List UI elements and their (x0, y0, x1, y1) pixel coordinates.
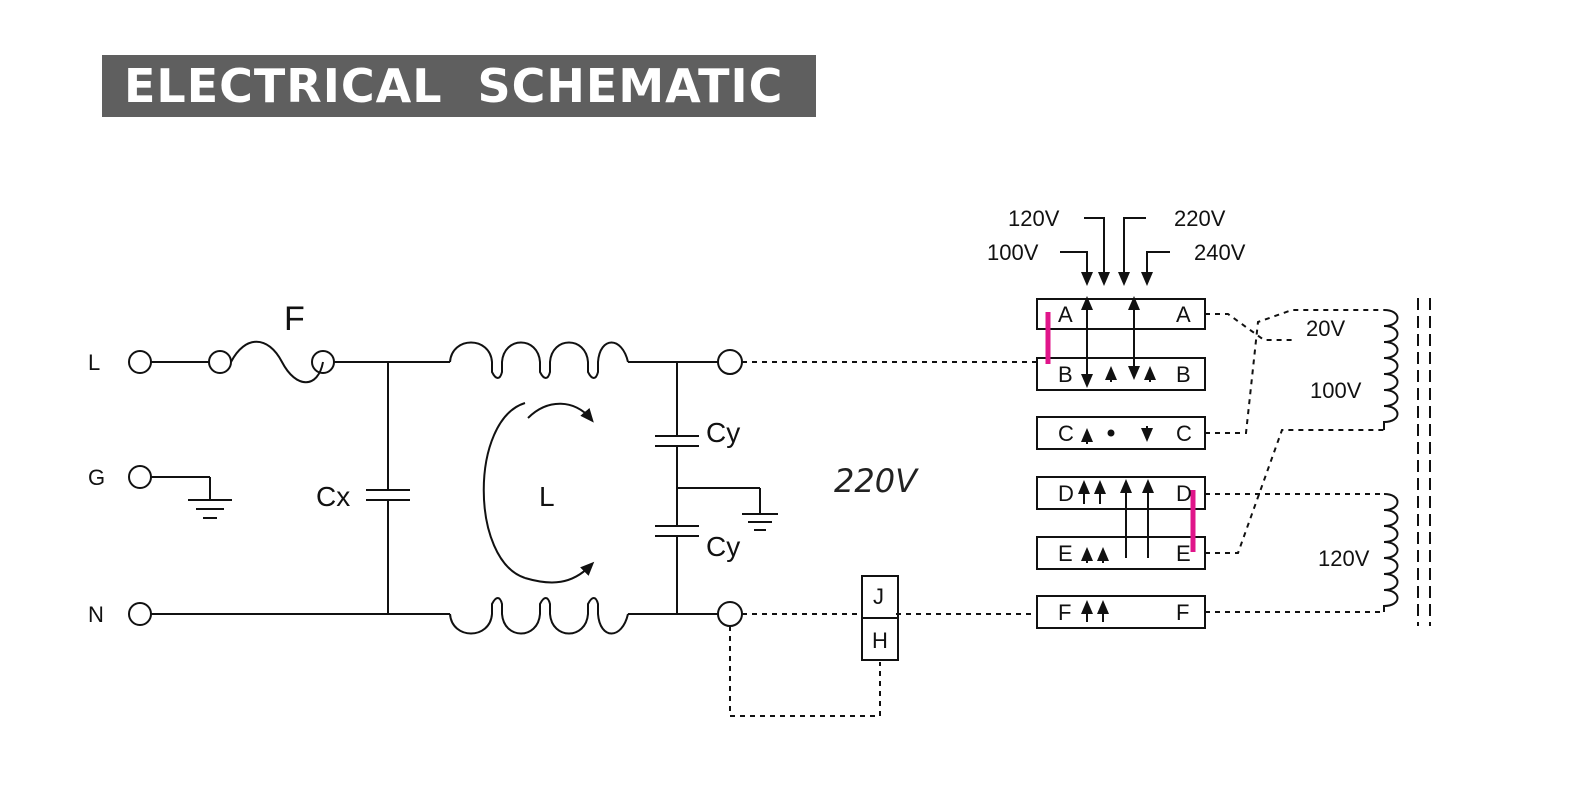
block-e-left: E (1058, 541, 1073, 566)
block-c-left: C (1058, 421, 1074, 446)
winding-label-120v: 120V (1318, 546, 1370, 571)
label-220v-middle: 220V (834, 462, 919, 500)
tap-label-220v: 220V (1174, 206, 1226, 231)
terminal-g (128, 465, 152, 489)
block-c-right: C (1176, 421, 1192, 446)
block-d-right: D (1176, 481, 1192, 506)
label-fuse: F (284, 300, 305, 338)
choke-top-winding (449, 341, 629, 379)
output-terminal-top (717, 349, 743, 375)
tap-label-100v: 100V (987, 240, 1039, 265)
label-n: N (88, 602, 104, 627)
choke-bottom-winding (449, 597, 629, 635)
winding-label-20v: 20V (1306, 316, 1345, 341)
flux-arrow-bottom (524, 561, 595, 584)
label-cx: Cx (316, 481, 350, 512)
block-b-right: B (1176, 362, 1191, 387)
block-f-left: F (1058, 600, 1071, 625)
label-g: G (88, 465, 105, 490)
flux-arrow-top (527, 402, 594, 423)
winding-top (1383, 309, 1399, 430)
label-l: L (88, 350, 100, 375)
tap-label-240v: 240V (1194, 240, 1246, 265)
output-terminal-bottom (717, 601, 743, 627)
switch-label-j: J (873, 584, 884, 609)
winding-bottom (1383, 493, 1399, 612)
block-e-right: E (1176, 541, 1191, 566)
block-b-left: B (1058, 362, 1073, 387)
fuse-terminal-left (208, 350, 232, 374)
schematic-title: ELECTRICAL SCHEMATIC (102, 55, 816, 117)
flux-arrow-loop (482, 402, 526, 579)
block-d-left: D (1058, 481, 1074, 506)
fuse-symbol (230, 340, 324, 383)
tap-label-120v: 120V (1008, 206, 1060, 231)
block-b (1036, 357, 1206, 391)
label-cy-top: Cy (706, 417, 740, 448)
block-f-right: F (1176, 600, 1189, 625)
terminal-n (128, 602, 152, 626)
label-cy-bottom: Cy (706, 531, 740, 562)
switch-label-h: H (872, 628, 888, 653)
winding-label-100v: 100V (1310, 378, 1362, 403)
block-a-left: A (1058, 302, 1073, 327)
block-a-right: A (1176, 302, 1191, 327)
terminal-l (128, 350, 152, 374)
label-inductor: L (539, 481, 555, 512)
